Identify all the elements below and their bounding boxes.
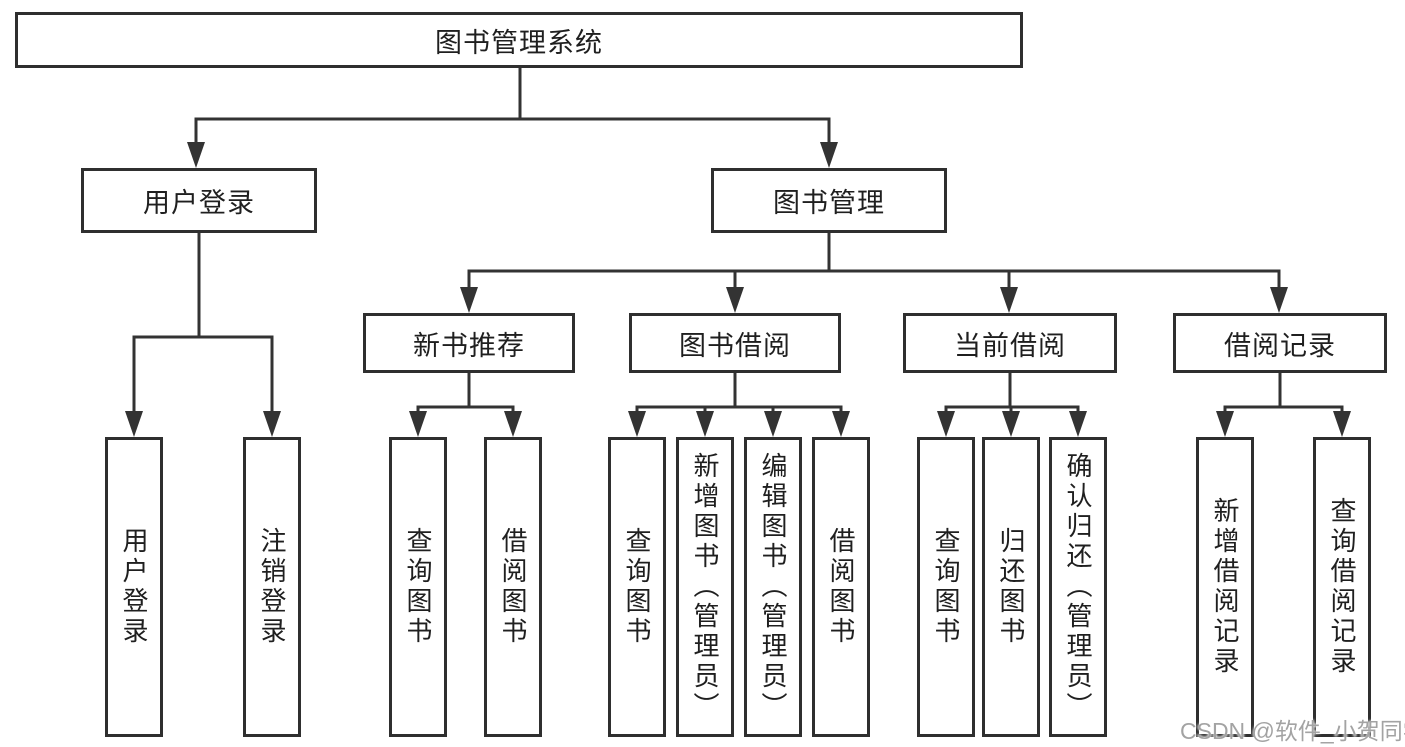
leaf-edit-book-admin-label: 编辑图书（管理员） — [758, 452, 788, 722]
node-book-mgmt: 图书管理 — [711, 168, 947, 233]
leaf-confirm-return-admin: 确认归还（管理员） — [1049, 437, 1107, 737]
leaf-return-book-label: 归还图书 — [996, 527, 1026, 647]
connector-borrow-record — [1223, 373, 1344, 411]
leaf-user-login: 用户登录 — [105, 437, 163, 737]
leaf-query-book-2-label: 查询图书 — [622, 527, 652, 647]
leaf-borrow-book-1-label: 借阅图书 — [498, 527, 528, 647]
leaf-add-book-admin-label: 新增图书（管理员） — [690, 452, 720, 722]
node-new-book-recommend: 新书推荐 — [363, 313, 575, 373]
leaf-edit-book-admin: 编辑图书（管理员） — [744, 437, 802, 737]
connector-new-book — [416, 373, 515, 411]
leaf-add-borrow-record: 新增借阅记录 — [1196, 437, 1254, 737]
node-book-borrow-label: 图书借阅 — [679, 330, 791, 361]
leaf-user-login-label: 用户登录 — [119, 527, 149, 647]
connector-current-borrow — [944, 373, 1080, 411]
leaf-query-book-1: 查询图书 — [389, 437, 447, 737]
node-book-mgmt-label: 图书管理 — [773, 188, 885, 218]
leaf-query-borrow-record: 查询借阅记录 — [1313, 437, 1371, 737]
leaf-add-borrow-record-label: 新增借阅记录 — [1210, 497, 1240, 677]
node-user-login: 用户登录 — [81, 168, 317, 233]
leaf-borrow-book-2-label: 借阅图书 — [826, 527, 856, 647]
leaf-borrow-book-1: 借阅图书 — [484, 437, 542, 737]
leaf-query-book-1-label: 查询图书 — [403, 527, 433, 647]
connector-book-mgmt — [467, 233, 1281, 287]
connector-book-borrow — [635, 373, 843, 411]
leaf-logout: 注销登录 — [243, 437, 301, 737]
node-root-system: 图书管理系统 — [15, 12, 1023, 68]
node-current-borrow: 当前借阅 — [903, 313, 1117, 373]
connector-level2-rail — [194, 117, 831, 142]
node-borrow-record-label: 借阅记录 — [1224, 330, 1336, 361]
leaf-add-book-admin: 新增图书（管理员） — [676, 437, 734, 737]
leaf-return-book: 归还图书 — [982, 437, 1040, 737]
connector-user-login — [132, 233, 274, 411]
leaf-borrow-book-2: 借阅图书 — [812, 437, 870, 737]
csdn-watermark: CSDN @软件_小贺同学 — [1180, 718, 1405, 744]
leaf-logout-label: 注销登录 — [257, 527, 287, 647]
leaf-query-borrow-record-label: 查询借阅记录 — [1327, 497, 1357, 677]
node-user-login-label: 用户登录 — [143, 188, 255, 218]
node-book-borrow: 图书借阅 — [629, 313, 841, 373]
node-root-label: 图书管理系统 — [435, 27, 603, 58]
leaf-query-book-2: 查询图书 — [608, 437, 666, 737]
leaf-query-book-3: 查询图书 — [917, 437, 975, 737]
node-new-book-recommend-label: 新书推荐 — [413, 330, 525, 361]
node-current-borrow-label: 当前借阅 — [954, 330, 1066, 361]
leaf-query-book-3-label: 查询图书 — [931, 527, 961, 647]
node-borrow-record: 借阅记录 — [1173, 313, 1387, 373]
leaf-confirm-return-admin-label: 确认归还（管理员） — [1063, 452, 1093, 722]
arrowheads — [125, 142, 1351, 437]
